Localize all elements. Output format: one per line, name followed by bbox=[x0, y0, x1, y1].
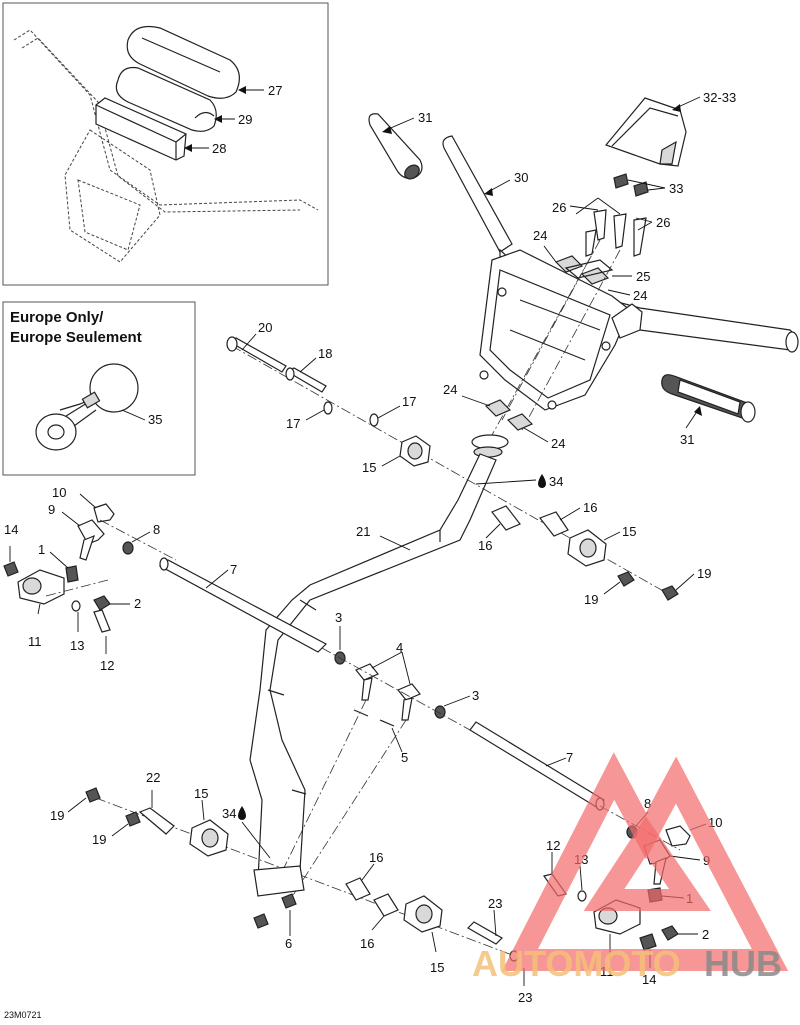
callout-17-right: 17 bbox=[402, 394, 416, 409]
callout-26-left: 26 bbox=[552, 200, 566, 215]
callout-16-lower-b: 16 bbox=[360, 936, 374, 951]
europe-horn-inset: Europe Only/ Europe Seulement 35 bbox=[2, 301, 196, 476]
callout-21: 21 bbox=[356, 524, 370, 539]
callout-31-top: 31 bbox=[418, 110, 432, 125]
callout-2-upper: 2 bbox=[134, 596, 141, 611]
callout-24-d: 24 bbox=[551, 436, 565, 451]
watermark-auto: AUTOMOTO bbox=[472, 943, 681, 984]
callout-12-lower: 12 bbox=[546, 838, 560, 853]
callout-15-mid: 15 bbox=[622, 524, 636, 539]
steering-column-upper: 24 24 21 34 20 18 17 17 bbox=[226, 320, 711, 881]
callout-22: 22 bbox=[146, 770, 160, 785]
callout-10-upper: 10 bbox=[52, 485, 66, 500]
callout-17-left: 17 bbox=[286, 416, 300, 431]
callout-23-upper: 23 bbox=[488, 896, 502, 911]
callout-2-lower: 2 bbox=[702, 927, 709, 942]
callout-34-lower: 34 bbox=[222, 806, 236, 821]
callout-15-upper: 15 bbox=[362, 460, 376, 475]
callout-15-lower-right: 15 bbox=[430, 960, 444, 975]
callout-29: 29 bbox=[238, 112, 252, 127]
callout-19-lower-a: 19 bbox=[50, 808, 64, 823]
callout-24-a: 24 bbox=[533, 228, 547, 243]
callout-34-upper: 34 bbox=[549, 474, 563, 489]
callout-4: 4 bbox=[396, 640, 403, 655]
callout-11-upper: 11 bbox=[28, 634, 42, 649]
callout-25: 25 bbox=[636, 269, 650, 284]
callout-6: 6 bbox=[285, 936, 292, 951]
callout-31-right: 31 bbox=[680, 432, 694, 447]
inset-title-line1: Europe Only/ bbox=[10, 309, 104, 326]
callout-18: 18 bbox=[318, 346, 332, 361]
callout-20: 20 bbox=[258, 320, 272, 335]
callout-9-upper: 9 bbox=[48, 502, 55, 517]
callout-5: 5 bbox=[401, 750, 408, 765]
oil-drop-icon bbox=[538, 474, 546, 488]
callout-32-33: 32-33 bbox=[703, 90, 736, 105]
callout-13-upper: 13 bbox=[70, 638, 84, 653]
callout-27: 27 bbox=[268, 83, 282, 98]
lower-left-linkage: 22 19 19 15 34 6 16 16 15 bbox=[50, 770, 532, 1005]
callout-33: 33 bbox=[669, 181, 683, 196]
handlebar-assembly: 31 32-33 33 26 26 24 25 24 bbox=[368, 90, 799, 447]
callout-16-mid-left: 16 bbox=[478, 538, 492, 553]
callout-19-lower-b: 19 bbox=[92, 832, 106, 847]
automotohub-watermark: AUTOMOTO HUB bbox=[472, 752, 789, 984]
watermark-hub: HUB bbox=[704, 943, 782, 984]
callout-24-c: 24 bbox=[443, 382, 457, 397]
callout-8-upper: 8 bbox=[153, 522, 160, 537]
callout-14-upper: 14 bbox=[4, 522, 18, 537]
callout-15-lower-left: 15 bbox=[194, 786, 208, 801]
left-tie-rod-upper: 10 9 8 1 14 11 13 12 2 bbox=[3, 485, 327, 673]
callout-16-lower-a: 16 bbox=[369, 850, 383, 865]
callout-30: 30 bbox=[514, 170, 528, 185]
inset-title-line2: Europe Seulement bbox=[10, 329, 142, 346]
callout-26-right: 26 bbox=[656, 215, 670, 230]
callout-28: 28 bbox=[212, 141, 226, 156]
handlebar-pad-inset: 27 29 28 bbox=[2, 2, 329, 286]
reference-code: 23M0721 bbox=[4, 1010, 42, 1020]
callout-3-right: 3 bbox=[472, 688, 479, 703]
callout-3-left: 3 bbox=[335, 610, 342, 625]
callout-1-upper: 1 bbox=[38, 542, 45, 557]
callout-7-upper: 7 bbox=[230, 562, 237, 577]
callout-24-b: 24 bbox=[633, 288, 647, 303]
callout-12-upper: 12 bbox=[100, 658, 114, 673]
callout-19-mid-right: 19 bbox=[697, 566, 711, 581]
callout-19-mid-left: 19 bbox=[584, 592, 598, 607]
callout-35: 35 bbox=[148, 412, 162, 427]
callout-16-mid-right: 16 bbox=[583, 500, 597, 515]
oil-drop-icon-lower bbox=[238, 806, 246, 820]
callout-14-lower: 14 bbox=[642, 972, 656, 987]
middle-linkage: 3 4 5 3 7 bbox=[277, 610, 605, 901]
callout-8-lower: 8 bbox=[644, 796, 651, 811]
callout-7-lower: 7 bbox=[566, 750, 573, 765]
callout-23-lower: 23 bbox=[518, 990, 532, 1005]
